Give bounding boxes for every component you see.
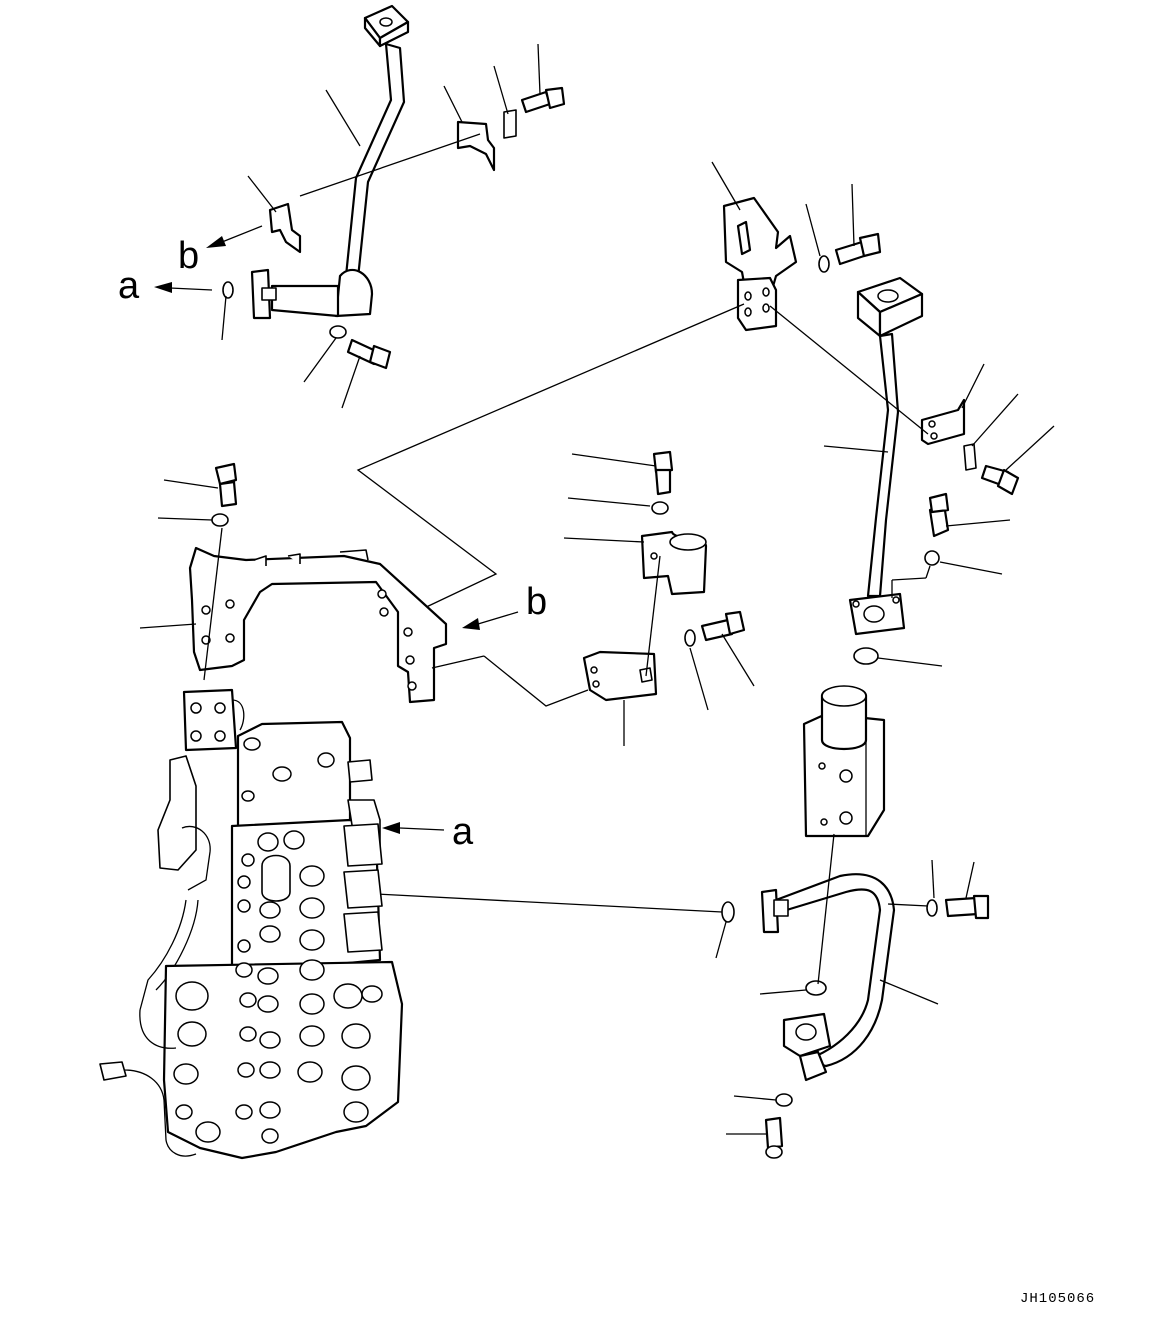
drawing-code: JH105066	[1020, 1291, 1095, 1307]
view-label-b-bracket: b	[526, 581, 547, 623]
right-valve-block-assembly	[715, 647, 990, 1159]
view-label-a-valve: a	[452, 811, 474, 853]
main-control-valve	[99, 688, 445, 1160]
connection-line-upper	[356, 303, 745, 611]
upper-left-pipe-assembly	[154, 4, 566, 409]
connection-line-lower	[375, 893, 723, 913]
view-label-a-top: a	[118, 265, 140, 307]
main-mounting-bracket	[139, 462, 519, 704]
upper-right-bracket-assembly	[711, 161, 1055, 636]
center-clamp-parts	[483, 450, 755, 746]
view-label-b-top: b	[178, 235, 199, 277]
